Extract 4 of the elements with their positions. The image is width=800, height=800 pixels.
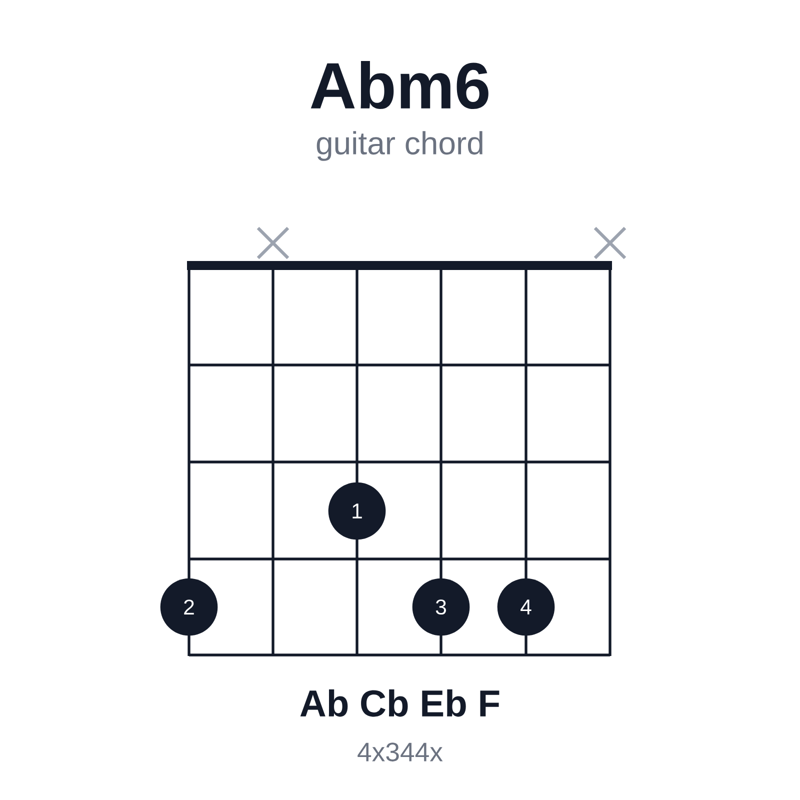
chord-title: Abm6	[310, 61, 488, 109]
fingering-code: 4x344x	[358, 742, 443, 762]
chord-notes: Ab Cb Eb F	[300, 689, 500, 717]
subtitle: guitar chord	[316, 131, 482, 161]
